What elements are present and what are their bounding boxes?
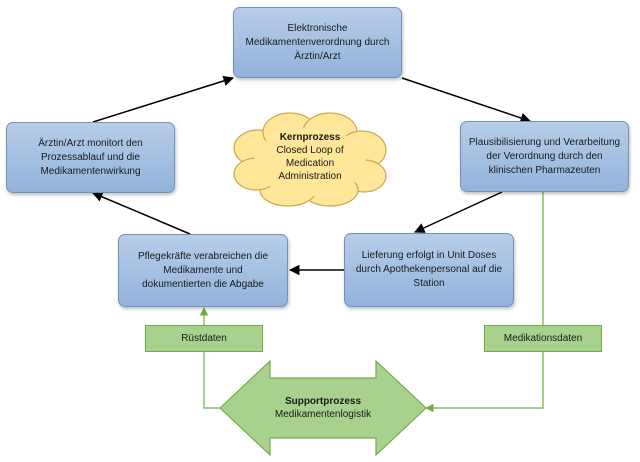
node-line: klinischen Pharmazeuten	[488, 164, 601, 176]
arrow-top-to-right	[401, 77, 531, 123]
ruestdaten-box: Rüstdaten	[145, 325, 263, 352]
medikationsdaten-label: Medikationsdaten	[503, 333, 583, 344]
node-line: Elektronische	[287, 22, 348, 34]
node-line: Pflegekräfte verabreichen die	[137, 250, 269, 262]
node-line: der Verordnung durch den	[486, 150, 603, 162]
node-line: Plausibilisierung und Verarbeitung	[468, 136, 621, 148]
line-support-to-rust	[203, 352, 220, 409]
arrow-right-to-delivery	[414, 191, 503, 233]
support-label: Supportprozess Medikamentenlogistik	[263, 395, 383, 421]
support-subtitle: Medikamentenlogistik	[274, 409, 372, 420]
arrow-care-to-left	[92, 191, 191, 235]
node-line: Medikamentenverordnung durch	[245, 36, 390, 48]
cloud-line: Medication	[285, 158, 335, 169]
node-plausibilisierung: Plausibilisierung und Verarbeitung der V…	[460, 121, 629, 192]
node-line: Ärztin/Arzt	[294, 50, 341, 62]
cloud-title: Kernprozess	[279, 132, 341, 143]
ruestdaten-label: Rüstdaten	[181, 333, 227, 344]
node-arzt-monitort: Ärztin/Arzt monitort den Prozessablauf u…	[6, 122, 175, 193]
node-line: Station	[413, 278, 445, 289]
medikationsdaten-box: Medikationsdaten	[484, 325, 602, 352]
node-elektronische-verordnung: Elektronische Medikamentenverordnung dur…	[233, 7, 402, 78]
node-line: durch Apothekenpersonal auf die	[355, 264, 503, 275]
node-line: Medikamentenwirkung	[40, 165, 141, 177]
arrow-left-to-top	[92, 75, 235, 123]
node-lieferung: Lieferung erfolgt in Unit Doses durch Ap…	[344, 233, 514, 307]
cloud-line: Closed Loop of	[276, 145, 344, 156]
support-double-arrow	[219, 359, 427, 457]
cloud-shape	[233, 112, 387, 207]
cloud-label: Kernprozess Closed Loop of Medication Ad…	[250, 131, 370, 183]
cloud-line: Administration	[278, 171, 342, 182]
node-pflegekraefte: Pflegekräfte verabreichen die Medikament…	[118, 234, 288, 307]
node-line: dokumentierten die Abgabe	[142, 278, 264, 290]
node-line: Medikamente und	[163, 264, 243, 276]
line-medikation-to-support	[425, 352, 544, 413]
node-line: Prozessablauf und die	[41, 151, 140, 163]
node-line: Lieferung erfolgt in Unit Doses	[361, 250, 497, 261]
support-title: Supportprozess	[284, 396, 362, 407]
node-line: Ärztin/Arzt monitort den	[38, 137, 143, 149]
